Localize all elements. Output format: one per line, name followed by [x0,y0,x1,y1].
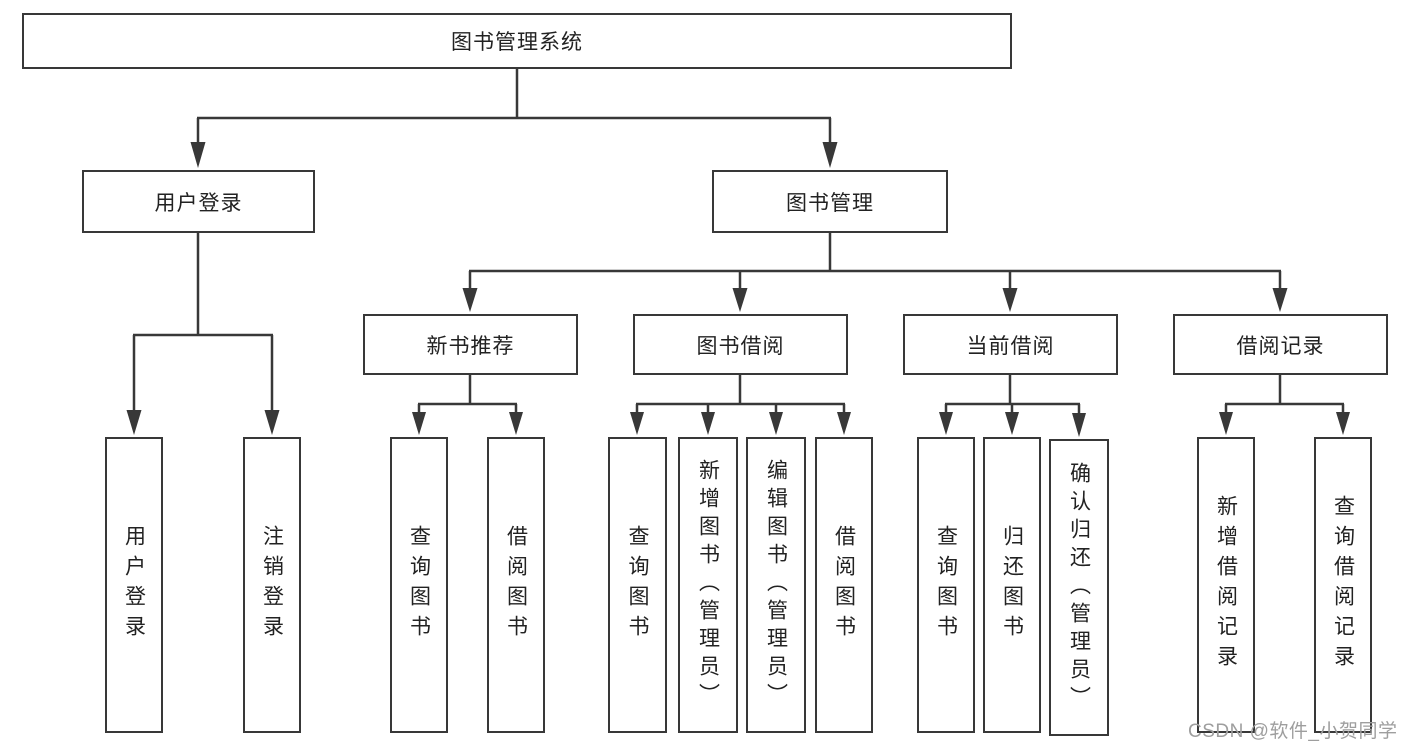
node-library-management-system: 图书管理系统 [22,13,1012,69]
leaf-return-books: 归还图书 [983,437,1041,733]
leaf-query-borrow-record: 查询借阅记录 [1314,437,1372,733]
node-book-management: 图书管理 [712,170,948,233]
leaf-confirm-return-admin: 确认归还（管理员） [1049,439,1109,736]
leaf-query-books-current: 查询图书 [917,437,975,733]
leaf-borrow-books-recommend: 借阅图书 [487,437,545,733]
csdn-watermark: CSDN @软件_小贺同学 [1188,721,1398,742]
node-book-borrowing: 图书借阅 [633,314,848,375]
leaf-user-login: 用户登录 [105,437,163,733]
leaf-add-borrow-record: 新增借阅记录 [1197,437,1255,733]
node-user-login: 用户登录 [82,170,315,233]
leaf-borrow-books-borrowing: 借阅图书 [815,437,873,733]
node-borrowing-records: 借阅记录 [1173,314,1388,375]
leaf-edit-book-admin: 编辑图书（管理员） [746,437,806,733]
leaf-logout-login: 注销登录 [243,437,301,733]
leaf-add-book-admin: 新增图书（管理员） [678,437,738,733]
leaf-query-books-borrowing: 查询图书 [608,437,667,733]
node-current-borrowing: 当前借阅 [903,314,1118,375]
leaf-query-books-recommend: 查询图书 [390,437,448,733]
node-new-book-recommendation: 新书推荐 [363,314,578,375]
